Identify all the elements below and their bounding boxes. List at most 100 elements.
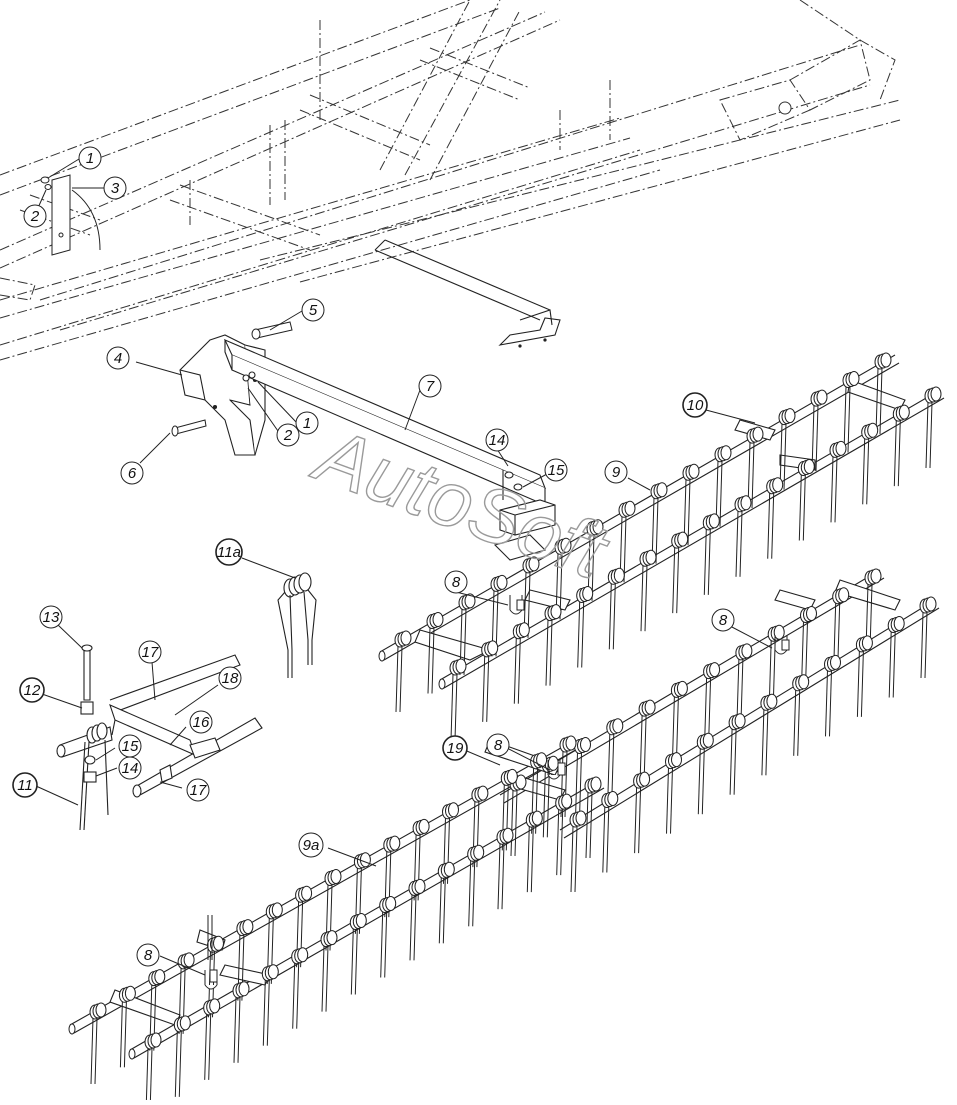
arm-clamp: [493, 470, 556, 561]
spring-tine: [438, 862, 454, 943]
spring-tine: [570, 811, 586, 892]
callout-5: 5: [301, 298, 325, 322]
callout-4: 4: [106, 346, 130, 370]
spring-tine: [585, 777, 601, 858]
spring-tine: [450, 659, 466, 740]
spring-tine: [497, 828, 513, 909]
spring-tine: [321, 931, 337, 1012]
arm-7: [223, 338, 546, 506]
drawbar-bracket: [374, 239, 561, 346]
svg-text:6: 6: [128, 465, 137, 482]
svg-text:11: 11: [17, 777, 33, 794]
spring-tine: [862, 423, 878, 504]
svg-text:12: 12: [24, 682, 41, 699]
svg-text:19: 19: [447, 740, 464, 757]
spring-tine: [90, 1003, 106, 1084]
svg-text:4: 4: [114, 350, 122, 367]
spring-tine: [545, 605, 561, 686]
callout-11: 11: [12, 772, 38, 798]
spring-tine: [793, 675, 809, 756]
callout-8a: 8: [444, 570, 468, 594]
spring-tine: [602, 792, 618, 873]
spring-tine: [607, 719, 623, 800]
callout-9: 9: [604, 460, 628, 484]
svg-text:18: 18: [222, 670, 239, 687]
spring-tine: [409, 879, 425, 960]
svg-text:11a: 11a: [217, 544, 241, 561]
callout-8c: 8: [486, 733, 510, 757]
spring-tine: [715, 446, 731, 527]
svg-text:16: 16: [193, 714, 210, 731]
detail-assembly: [56, 644, 263, 831]
svg-text:5: 5: [309, 302, 318, 319]
spring-tine: [703, 514, 719, 595]
spring-tine: [767, 478, 783, 559]
spring-tine: [825, 655, 841, 736]
callout-18: 18: [218, 666, 242, 690]
callout-16: 16: [189, 710, 213, 734]
svg-text:7: 7: [426, 378, 435, 395]
spring-tine: [204, 999, 220, 1080]
callout-3: 3: [103, 176, 127, 200]
implement-frame: [0, 0, 901, 361]
spring-tine: [704, 663, 720, 744]
spring-tine: [729, 714, 745, 795]
spring-tine-11a: [277, 572, 317, 678]
spring-tine: [920, 597, 936, 678]
spring-tine: [856, 636, 872, 717]
svg-text:15: 15: [122, 738, 139, 755]
spring-tine: [893, 405, 909, 486]
callout-1b: 1: [295, 411, 319, 435]
spring-tine: [798, 460, 814, 541]
svg-text:10: 10: [687, 397, 704, 414]
callout-15: 15: [544, 458, 568, 482]
spring-tine: [262, 965, 278, 1046]
svg-text:3: 3: [111, 180, 120, 197]
callout-2: 2: [23, 204, 47, 228]
callout-19: 19: [442, 735, 468, 761]
spring-tine: [747, 427, 763, 508]
bolt-6: [171, 419, 207, 437]
callout-13: 13: [39, 605, 63, 629]
svg-text:8: 8: [494, 737, 503, 754]
callout-12: 12: [19, 677, 45, 703]
u-bolts-8: [204, 595, 790, 990]
callout-8d: 8: [136, 943, 160, 967]
spring-tine: [634, 772, 650, 853]
svg-text:1: 1: [303, 415, 311, 432]
spring-tine: [575, 738, 591, 819]
callout-15b: 15: [118, 734, 142, 758]
callout-7: 7: [418, 374, 442, 398]
spring-tine: [735, 496, 751, 577]
spring-tine: [779, 409, 795, 490]
leader-lines: [35, 158, 773, 976]
spring-tine: [380, 897, 396, 978]
spring-tine: [482, 641, 498, 722]
watermark-text: AutoSoft: [302, 409, 620, 597]
callout-11a: 11a: [215, 538, 243, 566]
spring-tine: [671, 681, 687, 762]
svg-text:13: 13: [43, 609, 60, 626]
svg-text:8: 8: [144, 947, 153, 964]
callout-1: 1: [78, 146, 102, 170]
svg-text:17: 17: [142, 644, 159, 661]
spring-tine: [350, 914, 366, 995]
spring-tine: [577, 587, 593, 668]
callout-6: 6: [120, 461, 144, 485]
spring-tine: [672, 532, 688, 613]
spring-tine: [145, 1033, 161, 1100]
svg-text:8: 8: [452, 574, 461, 591]
svg-text:9: 9: [612, 464, 621, 481]
spring-tine: [510, 775, 526, 856]
spring-tine: [666, 753, 682, 834]
callout-17b: 17: [186, 778, 210, 802]
svg-text:15: 15: [548, 462, 565, 479]
spring-tine: [395, 631, 411, 712]
callout-14: 14: [485, 428, 509, 452]
spring-tine: [468, 845, 484, 926]
svg-text:9a: 9a: [303, 837, 320, 854]
callout-8b: 8: [711, 608, 735, 632]
spring-tine: [843, 372, 859, 453]
spring-tine: [888, 617, 904, 698]
